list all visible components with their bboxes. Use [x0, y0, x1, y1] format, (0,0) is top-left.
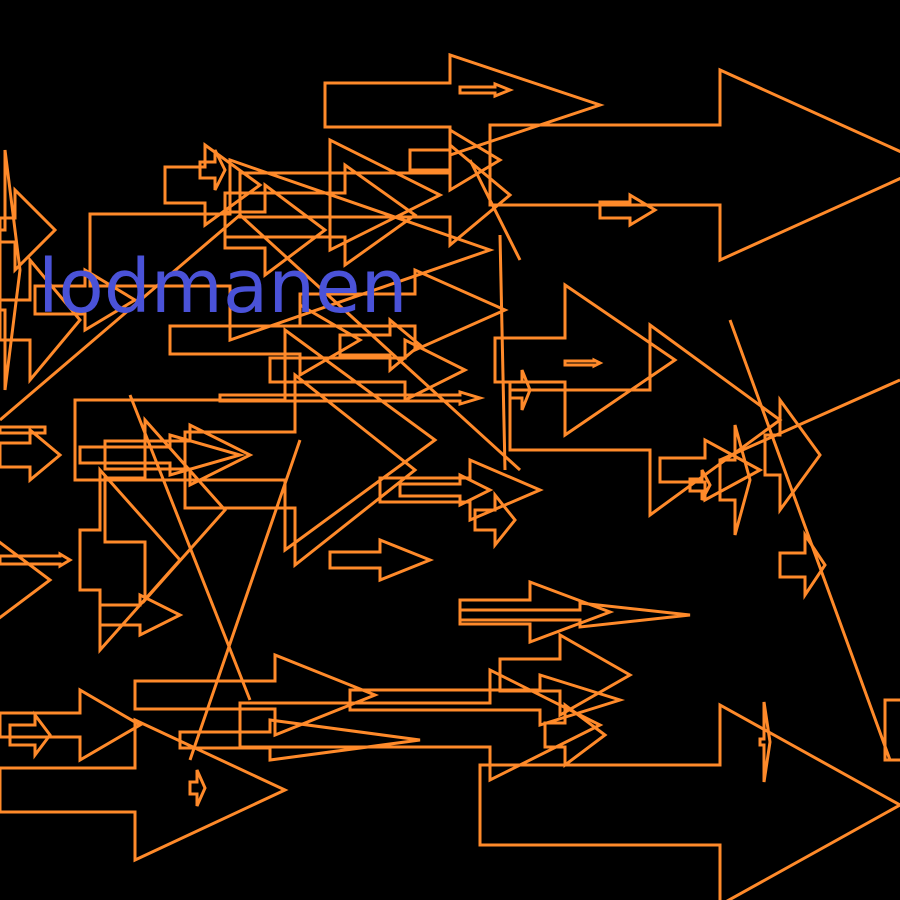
arrow-outline	[0, 717, 289, 863]
arrow-outline	[8, 710, 52, 760]
arrow-outline	[0, 186, 58, 274]
arrow-outline	[328, 141, 513, 249]
diagonal-stroke	[0, 213, 241, 422]
diagonal-stroke	[468, 159, 522, 261]
arrow-outline	[458, 601, 691, 629]
arrow-outline	[563, 357, 604, 369]
arrow-outline	[0, 687, 143, 763]
arrow-outline	[198, 149, 227, 191]
arrow-outline	[323, 52, 605, 158]
arrow-outline	[458, 579, 615, 645]
arrow-outline	[298, 267, 509, 353]
arrow-outline	[508, 369, 532, 411]
diagonal-stroke	[238, 213, 522, 472]
arrow-outline	[0, 255, 82, 385]
arrow-outline	[778, 530, 827, 600]
arrow-outline	[183, 371, 418, 569]
arrow-outline	[238, 667, 604, 783]
arrow-outline	[688, 469, 712, 501]
arrow-outline	[328, 537, 435, 583]
arrow-outline	[658, 437, 764, 503]
arrow-outline	[0, 425, 47, 435]
arrow-outline	[508, 322, 783, 518]
arrow-outline	[0, 426, 63, 484]
arrow-outline	[408, 127, 503, 193]
caption-text: lodmanen	[38, 244, 408, 330]
diagonal-stroke	[498, 234, 507, 471]
arrow-outline	[348, 672, 626, 728]
arrow-outline	[78, 433, 246, 477]
arrow-outline	[338, 316, 423, 374]
arrow-outline	[763, 395, 822, 515]
diagonal-stroke	[719, 378, 900, 462]
arrow-outline	[238, 137, 444, 253]
arrow-outline	[543, 702, 608, 768]
diagonal-stroke	[128, 394, 252, 701]
arrow-outline	[473, 490, 517, 550]
diagonal-stroke	[188, 439, 302, 761]
arrow-outline	[493, 282, 678, 438]
arrow-outline	[223, 162, 418, 268]
arrow-outline	[103, 416, 228, 604]
arrow-outline	[0, 551, 73, 569]
arrow-outline	[188, 769, 207, 807]
arrow-outline	[458, 81, 515, 99]
arrow-outline	[98, 592, 184, 638]
arrow-outline	[103, 422, 254, 488]
arrow-outline	[223, 182, 328, 278]
arrow-outline	[718, 424, 752, 536]
arrow-outline	[378, 457, 544, 523]
arrow-outline	[268, 337, 469, 403]
arrow-outline	[598, 192, 658, 228]
arrow-outline	[0, 540, 53, 620]
diagonal-stroke	[728, 319, 892, 761]
arrow-outline	[488, 67, 900, 263]
arrow-outline	[398, 472, 494, 508]
arrow-outline	[883, 698, 900, 762]
arrow-outline	[478, 702, 900, 900]
arrow-outline	[33, 267, 138, 333]
arrow-outline	[758, 701, 772, 783]
arrow-outline	[133, 652, 380, 738]
